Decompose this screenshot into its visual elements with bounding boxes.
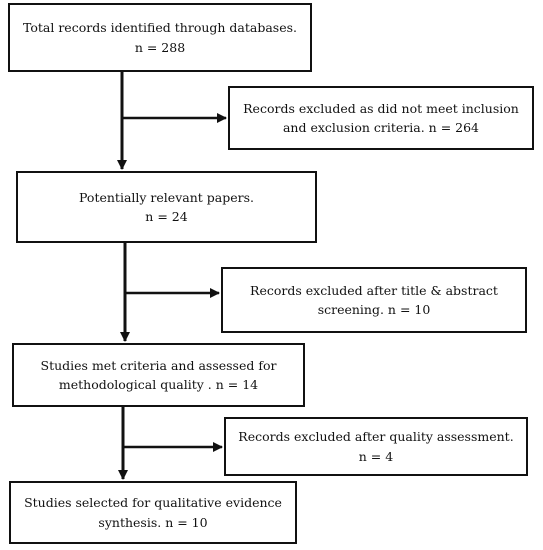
studies-selected-box: Studies selected for qualitative evidenc… (9, 481, 297, 544)
records-identified-count: n = 288 (134, 39, 186, 55)
excluded-quality-text: Records excluded after quality assessmen… (238, 429, 514, 445)
records-identified-text: Total records identified through databas… (22, 20, 298, 36)
excluded-screening-text: Records excluded after title & abstract (250, 282, 498, 298)
excluded-criteria-text: Records excluded as did not meet inclusi… (243, 100, 519, 116)
quality-assessed-count: methodological quality . n = 14 (58, 377, 259, 392)
relevant-papers-count: n = 24 (145, 209, 188, 224)
excluded-screening-box: Records excluded after title & abstract … (221, 267, 527, 333)
records-identified-box: Total records identified through databas… (8, 3, 312, 72)
studies-selected-count: synthesis. n = 10 (98, 514, 208, 530)
excluded-criteria-count: and exclusion criteria. n = 264 (282, 120, 480, 135)
excluded-screening-count: screening. n = 10 (317, 302, 431, 317)
excluded-criteria-box: Records excluded as did not meet inclusi… (228, 86, 534, 150)
relevant-papers-box: Potentially relevant papers. n = 24 (16, 171, 317, 243)
quality-assessed-text: Studies met criteria and assessed for (40, 357, 277, 373)
studies-selected-text: Studies selected for qualitative evidenc… (24, 495, 282, 511)
excluded-quality-count: n = 4 (358, 448, 394, 464)
relevant-papers-text: Potentially relevant papers. (79, 189, 254, 205)
excluded-quality-box: Records excluded after quality assessmen… (224, 417, 528, 476)
quality-assessed-box: Studies met criteria and assessed for me… (12, 343, 305, 407)
